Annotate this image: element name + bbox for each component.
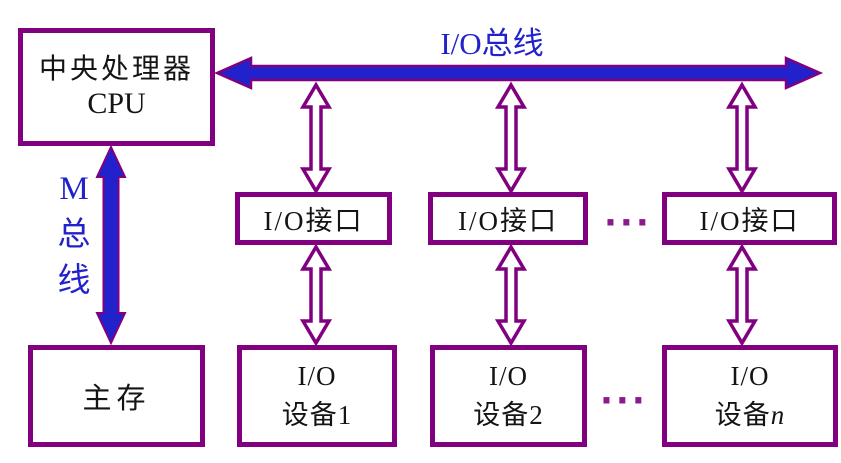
bus-to-interface3-arrow xyxy=(725,81,759,195)
io-interface-box-2: I/O接口 xyxy=(428,192,588,245)
io-device-label-line2: 设备2 xyxy=(473,396,544,435)
m-bus-label-char: M xyxy=(59,171,89,207)
io-interface-box-1: I/O接口 xyxy=(235,192,392,245)
m-bus-label-char: 线 xyxy=(57,263,91,299)
devices-ellipsis: ··· xyxy=(600,381,648,421)
io-interface-box-3: I/O接口 xyxy=(662,192,837,245)
io-device-box-n: I/O 设备n xyxy=(662,345,838,447)
interface3-to-devicen-arrow xyxy=(725,243,759,347)
bus-to-interface2-arrow xyxy=(494,81,528,195)
interface2-to-device2-arrow xyxy=(494,243,528,347)
io-interface-label: I/O接口 xyxy=(699,206,800,236)
bus-to-interface1-arrow xyxy=(299,81,333,195)
io-device-label-line1: I/O xyxy=(489,360,528,391)
m-bus-label: M 总 线 xyxy=(50,166,98,304)
cpu-box-label-en: CPU xyxy=(87,87,146,121)
io-device-name: 设备1 xyxy=(281,400,353,430)
cpu-box-label-cn: 中央处理器 xyxy=(38,54,194,86)
interface1-to-device1-arrow xyxy=(299,243,333,347)
io-device-box-1: I/O 设备1 xyxy=(237,345,397,447)
main-memory-box: 主存 xyxy=(28,345,205,447)
io-device-label-line1: I/O xyxy=(730,360,770,391)
interfaces-ellipsis: ··· xyxy=(604,203,652,243)
io-interface-label: I/O接口 xyxy=(458,206,558,236)
io-device-label-line2: 设备1 xyxy=(282,396,353,435)
cpu-box: 中央处理器 CPU xyxy=(18,28,215,146)
io-device-box-2: I/O 设备2 xyxy=(430,345,587,447)
io-bus-arrow xyxy=(213,56,824,90)
m-bus-arrow xyxy=(95,144,127,346)
io-device-name: 设备 xyxy=(714,400,771,430)
io-device-label-line1: I/O xyxy=(297,360,337,391)
io-device-label-line2: 设备n xyxy=(715,396,786,435)
io-device-name: 设备2 xyxy=(473,400,544,430)
io-device-index: n xyxy=(770,400,786,430)
main-memory-label: 主存 xyxy=(82,383,151,415)
io-bus-label: I/O总线 xyxy=(440,26,544,61)
m-bus-label-char: 总 xyxy=(57,217,91,253)
io-interface-label: I/O接口 xyxy=(263,206,364,236)
